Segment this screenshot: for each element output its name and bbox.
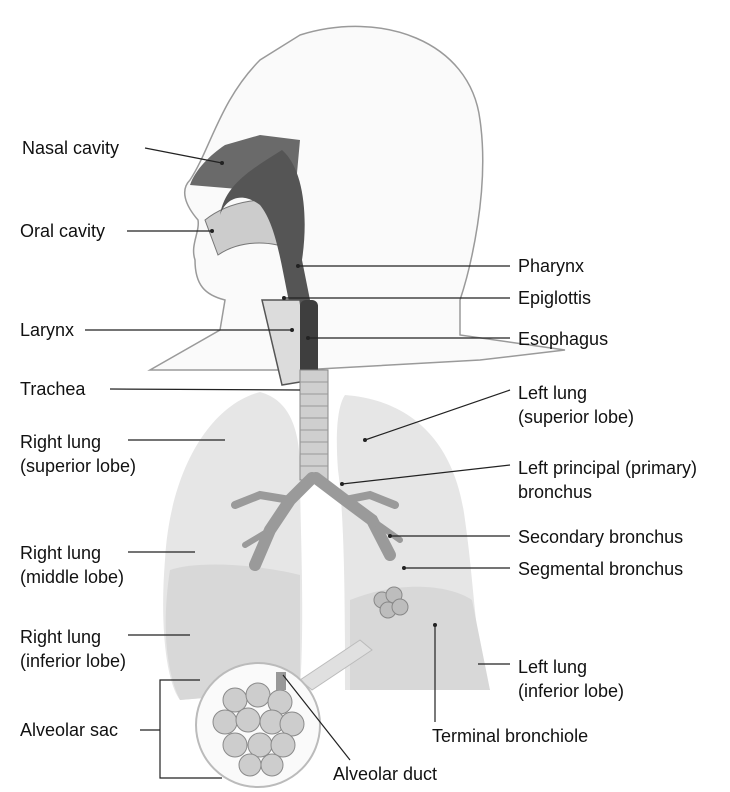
label-left-lung-superior-line1: Left lung — [518, 381, 634, 405]
label-larynx: Larynx — [20, 318, 74, 342]
label-left-principal-bronchus-line1: Left principal (primary) — [518, 456, 697, 480]
label-epiglottis: Epiglottis — [518, 286, 591, 310]
label-terminal-bronchiole: Terminal bronchiole — [432, 724, 588, 748]
label-alveolar-sac: Alveolar sac — [20, 718, 118, 742]
label-right-lung-superior-line1: Right lung — [20, 430, 136, 454]
label-esophagus: Esophagus — [518, 327, 608, 351]
label-left-lung-inferior-line2: (inferior lobe) — [518, 679, 624, 703]
label-left-lung-superior: Left lung (superior lobe) — [518, 381, 634, 429]
label-left-lung-inferior: Left lung (inferior lobe) — [518, 655, 624, 703]
label-trachea: Trachea — [20, 377, 85, 401]
label-right-lung-inferior: Right lung (inferior lobe) — [20, 625, 126, 673]
label-right-lung-superior: Right lung (superior lobe) — [20, 430, 136, 478]
label-right-lung-superior-line2: (superior lobe) — [20, 454, 136, 478]
label-right-lung-middle: Right lung (middle lobe) — [20, 541, 124, 589]
label-oral-cavity: Oral cavity — [20, 219, 105, 243]
label-left-principal-bronchus-line2: bronchus — [518, 480, 697, 504]
trachea-shape — [300, 370, 328, 480]
label-left-lung-inferior-line1: Left lung — [518, 655, 624, 679]
label-segmental-bronchus: Segmental bronchus — [518, 557, 683, 581]
label-right-lung-middle-line2: (middle lobe) — [20, 565, 124, 589]
alveolar-duct-tip — [276, 672, 286, 690]
label-left-principal-bronchus: Left principal (primary) bronchus — [518, 456, 697, 504]
label-left-lung-superior-line2: (superior lobe) — [518, 405, 634, 429]
label-pharynx: Pharynx — [518, 254, 584, 278]
label-alveolar-duct: Alveolar duct — [333, 762, 437, 786]
label-right-lung-inferior-line1: Right lung — [20, 625, 126, 649]
label-right-lung-middle-line1: Right lung — [20, 541, 124, 565]
head-outline — [150, 26, 565, 370]
label-secondary-bronchus: Secondary bronchus — [518, 525, 683, 549]
label-nasal-cavity: Nasal cavity — [22, 136, 119, 160]
label-right-lung-inferior-line2: (inferior lobe) — [20, 649, 126, 673]
left-lung-inferior-shade — [350, 587, 490, 690]
